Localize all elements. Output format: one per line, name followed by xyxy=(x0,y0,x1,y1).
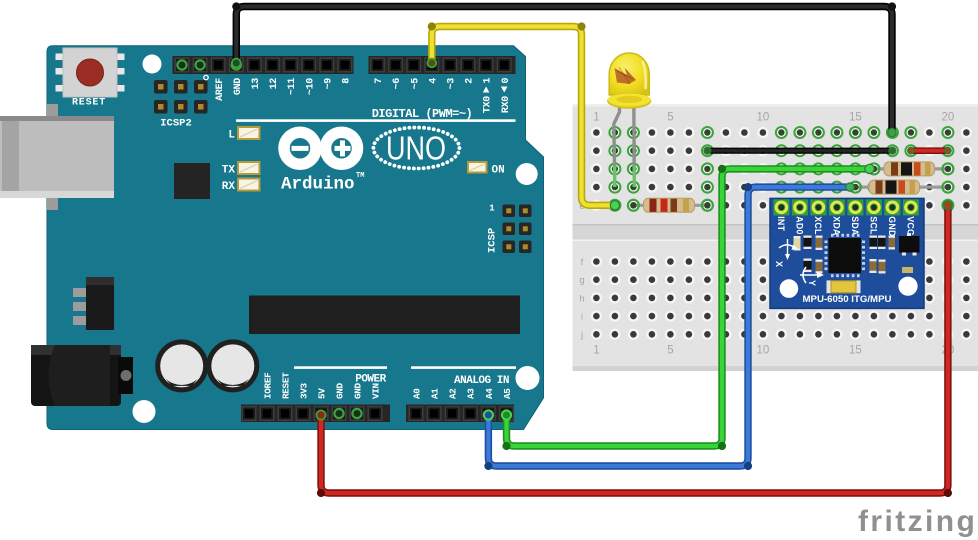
svg-text:~3: ~3 xyxy=(447,78,458,90)
svg-text:g: g xyxy=(579,275,584,286)
svg-text:1: 1 xyxy=(483,78,494,84)
svg-text:A0: A0 xyxy=(411,388,422,399)
svg-text:5: 5 xyxy=(667,345,673,357)
svg-text:3V3: 3V3 xyxy=(298,382,309,399)
svg-text:AD0: AD0 xyxy=(795,216,805,235)
svg-text:VCC: VCC xyxy=(906,216,916,236)
svg-text:UNO: UNO xyxy=(386,130,446,167)
svg-text:TX0: TX0 xyxy=(483,96,494,113)
svg-text:SCL: SCL xyxy=(869,216,879,235)
svg-text:~11: ~11 xyxy=(287,78,298,95)
svg-text:ANALOG IN: ANALOG IN xyxy=(454,375,509,387)
svg-text:GND: GND xyxy=(887,216,897,236)
svg-text:A1: A1 xyxy=(430,388,441,399)
svg-text:j: j xyxy=(580,330,583,341)
svg-text:0: 0 xyxy=(501,78,512,84)
svg-text:1: 1 xyxy=(489,204,495,214)
svg-text:5V: 5V xyxy=(316,388,327,399)
svg-text:A2: A2 xyxy=(448,388,459,399)
svg-text:Y: Y xyxy=(807,280,817,286)
svg-text:ICSP: ICSP xyxy=(487,228,499,253)
svg-text:DIGITAL (PWM=~): DIGITAL (PWM=~) xyxy=(372,107,473,121)
svg-text:~10: ~10 xyxy=(305,78,316,95)
svg-text:GND: GND xyxy=(352,382,363,399)
svg-text:INT: INT xyxy=(776,216,786,231)
svg-text:f: f xyxy=(581,257,584,268)
svg-text:10: 10 xyxy=(757,345,770,357)
svg-text:Arduino: Arduino xyxy=(281,175,355,195)
svg-text:RESET: RESET xyxy=(72,98,106,109)
svg-text:5: 5 xyxy=(667,112,673,124)
svg-text:15: 15 xyxy=(849,112,862,124)
svg-text:MPU-6050 ITG/MPU: MPU-6050 ITG/MPU xyxy=(803,294,892,305)
svg-text:~5: ~5 xyxy=(410,78,421,90)
svg-text:IOREF: IOREF xyxy=(262,372,273,399)
svg-text:~6: ~6 xyxy=(392,78,403,90)
svg-text:X: X xyxy=(774,261,784,267)
svg-text:A3: A3 xyxy=(466,388,477,399)
svg-text:RX0: RX0 xyxy=(501,96,512,113)
svg-text:13: 13 xyxy=(251,78,262,90)
svg-text:i: i xyxy=(581,312,583,323)
svg-text:TX: TX xyxy=(222,165,236,177)
svg-text:h: h xyxy=(579,293,584,304)
svg-text:GND: GND xyxy=(334,382,345,399)
svg-text:XDA: XDA xyxy=(832,216,842,236)
svg-text:7: 7 xyxy=(374,78,385,84)
svg-text:POWER: POWER xyxy=(355,374,386,386)
svg-text:ICSP2: ICSP2 xyxy=(160,118,192,130)
svg-text:RESET: RESET xyxy=(280,372,291,399)
svg-text:1: 1 xyxy=(593,112,599,124)
svg-text:1: 1 xyxy=(593,345,599,357)
svg-text:XCL: XCL xyxy=(813,216,823,235)
svg-text:ON: ON xyxy=(492,165,505,177)
svg-text:A4: A4 xyxy=(484,388,495,399)
svg-text:GND: GND xyxy=(233,78,244,95)
svg-text:AREF: AREF xyxy=(215,78,226,101)
svg-text:L: L xyxy=(228,130,235,142)
svg-text:15: 15 xyxy=(849,345,862,357)
svg-text:2: 2 xyxy=(465,78,476,84)
svg-text:4: 4 xyxy=(428,78,439,84)
svg-text:10: 10 xyxy=(757,112,770,124)
svg-text:20: 20 xyxy=(942,112,955,124)
svg-text:VIN: VIN xyxy=(370,383,381,399)
svg-text:SDA: SDA xyxy=(850,216,860,236)
svg-text:~9: ~9 xyxy=(323,78,334,90)
svg-text:fritzing: fritzing xyxy=(858,505,977,538)
svg-text:RX: RX xyxy=(222,181,236,193)
svg-text:TM: TM xyxy=(356,172,364,180)
svg-text:8: 8 xyxy=(342,78,353,84)
svg-text:12: 12 xyxy=(269,78,280,90)
svg-text:A5: A5 xyxy=(502,388,513,399)
